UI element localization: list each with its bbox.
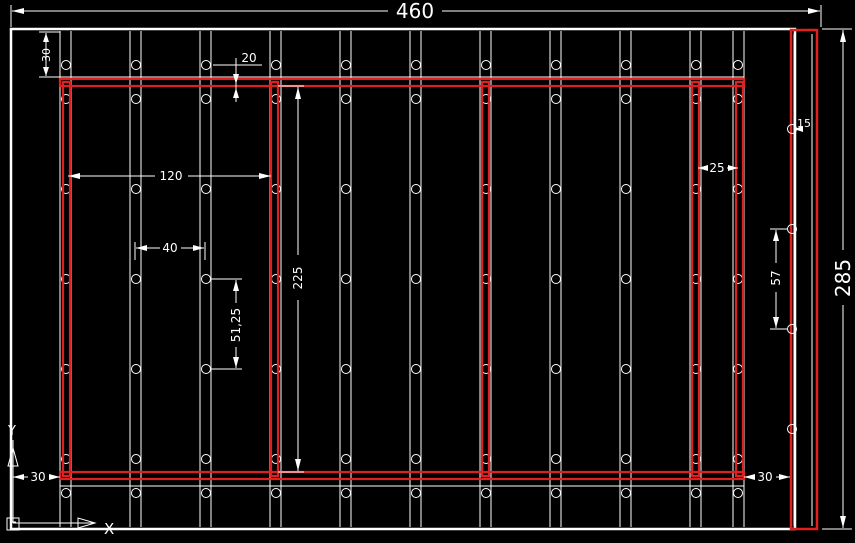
hole [131,274,141,284]
dim-overall-height [822,28,852,530]
hole [621,364,631,374]
hole [201,60,211,70]
hole [411,274,421,284]
hole [61,488,71,498]
dim-strip-offset [794,117,813,134]
hole [551,488,561,498]
dim-strip-pitch [770,228,788,330]
hole [481,60,491,70]
dim-text-right-margin: 30 [757,470,772,484]
red-beam [61,80,72,478]
dim-text-beam-spacing: 120 [160,169,183,183]
hole [131,60,141,70]
hole [551,94,561,104]
ucs-y-label: Y [7,424,16,439]
hole [201,488,211,498]
hole [551,184,561,194]
horizontal-guides [60,76,744,487]
dim-hole-spacing [213,58,262,102]
hole [691,488,701,498]
hole [733,60,743,70]
dim-top-offset [39,31,60,78]
hole [481,488,491,498]
dim-text-hole-gap: 40 [162,241,177,255]
red-beam [734,80,745,478]
hole [61,60,71,70]
hole [621,60,631,70]
red-beam [690,80,701,478]
hole [131,454,141,464]
dim-hole-gap [134,242,206,260]
dim-beam-spacing [68,173,271,179]
dim-beam-length [278,85,304,473]
hole [131,184,141,194]
dim-text-left-margin: 30 [30,470,45,484]
dim-text-top-offset: 30 [40,48,53,62]
hole [201,454,211,464]
hole [411,60,421,70]
hole [131,94,141,104]
dim-left-margin [13,474,60,480]
hole [341,94,351,104]
hole [341,454,351,464]
hole [271,60,281,70]
ucs-icon [6,440,97,531]
dim-text-strip-offset: 15 [797,117,811,130]
hole [341,184,351,194]
ucs-x-label: X [104,520,114,538]
hole [411,94,421,104]
hole [131,364,141,374]
hole [411,454,421,464]
dim-text-end-gap: 25 [709,161,724,175]
hole [621,274,631,284]
hole [621,94,631,104]
hole [341,364,351,374]
dim-text-beam-length: 225 [291,267,305,290]
hole [621,184,631,194]
hole [201,184,211,194]
dim-text-overall-width: 460 [396,0,434,23]
hole [621,454,631,464]
hole [551,364,561,374]
hole [411,364,421,374]
hole [733,488,743,498]
hole [411,488,421,498]
dim-hole-pitch [210,278,242,370]
hole [341,488,351,498]
outer-frame [9,27,797,531]
hole [201,94,211,104]
hole [691,60,701,70]
hole [621,488,631,498]
hole [551,454,561,464]
hole [551,274,561,284]
red-beam-frame [58,77,746,481]
red-beam [480,80,491,478]
hole [131,488,141,498]
hole [411,184,421,194]
dim-end-gap [698,165,738,171]
dim-right-margin [744,474,790,480]
hole [271,488,281,498]
dim-text-overall-height: 285 [831,259,855,297]
dim-text-strip-pitch: 57 [769,270,783,285]
dim-overall-width [10,5,822,27]
red-beam [269,80,280,478]
hole [341,60,351,70]
dim-text-hole-spacing: 20 [241,51,256,65]
dim-text-hole-pitch: 51,25 [229,308,243,342]
hole [341,274,351,284]
hole [551,60,561,70]
